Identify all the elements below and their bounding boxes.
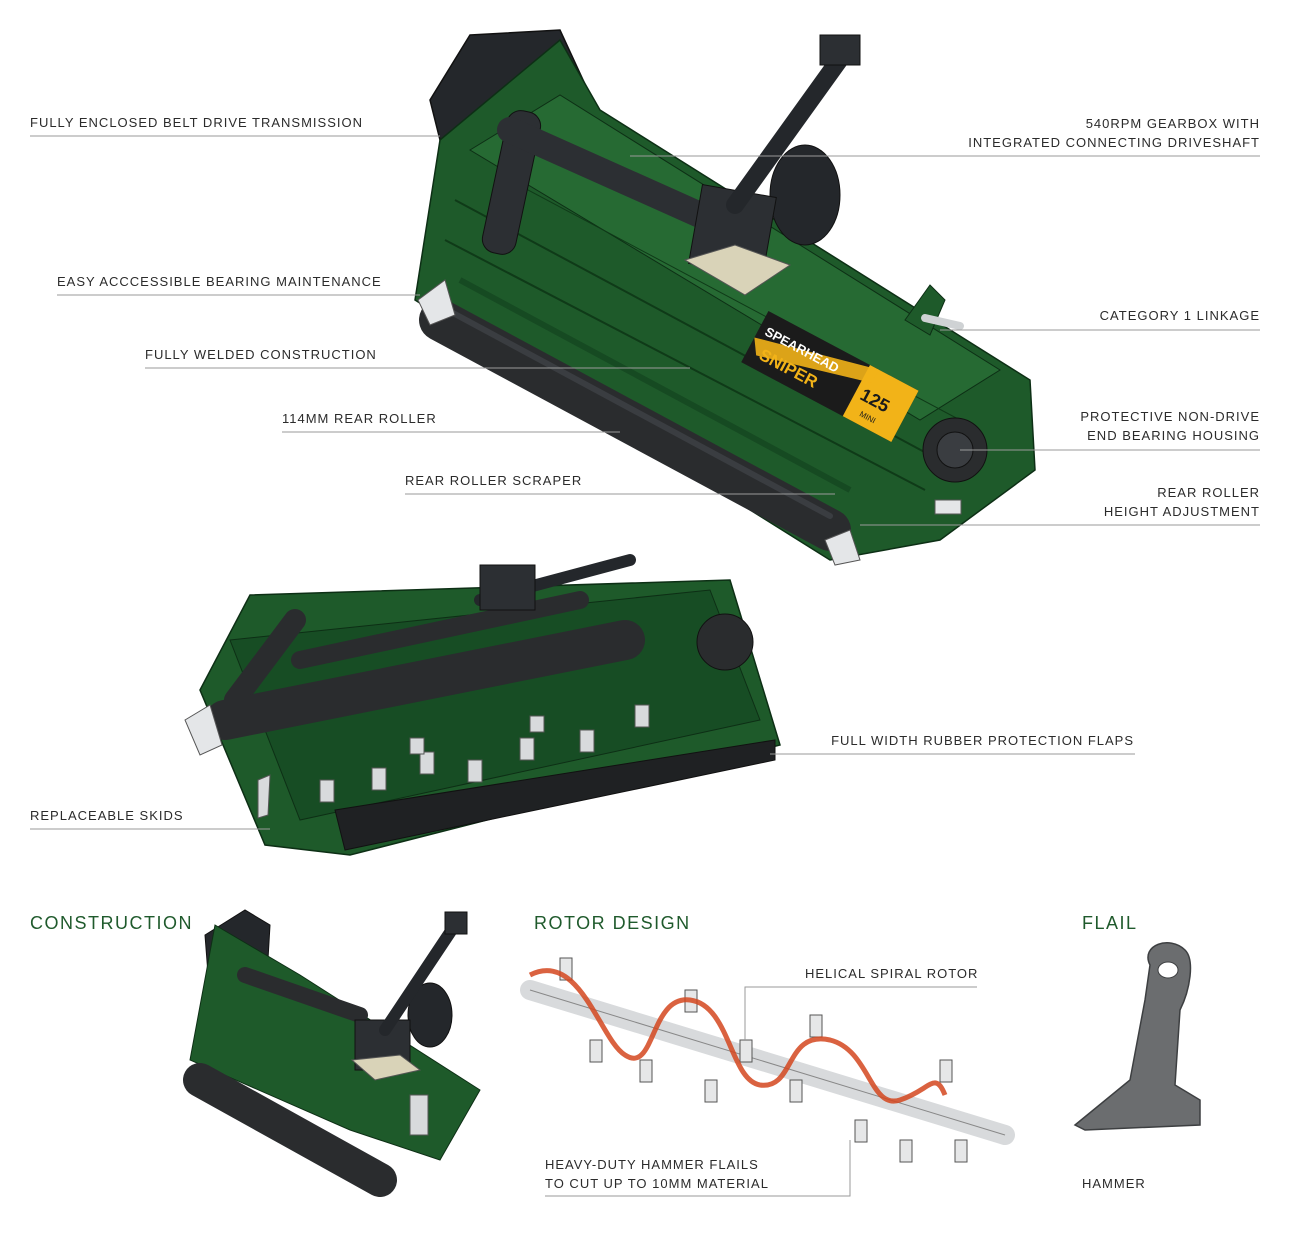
- underside-mulcher: [184, 554, 781, 856]
- rear-roller: [419, 299, 851, 551]
- a-frame-linkage: [726, 36, 859, 214]
- callout-housing-line1: PROTECTIVE NON-DRIVE: [1080, 409, 1260, 424]
- section-title-rotor-design: ROTOR DESIGN: [534, 913, 691, 933]
- height-adjust-plate: [934, 499, 962, 515]
- callout-hammer: HAMMER: [1082, 1176, 1146, 1191]
- bearing-bracket-right: [824, 529, 861, 566]
- rear-roller-scraper: [458, 277, 852, 493]
- underside-flails: [319, 704, 650, 803]
- callout-belt-drive: FULLY ENCLOSED BELT DRIVE TRANSMISSION: [30, 115, 363, 130]
- section-title-construction: CONSTRUCTION: [30, 913, 193, 933]
- linkage-pin: [921, 314, 964, 330]
- callout-linkage: CATEGORY 1 LINKAGE: [1099, 308, 1260, 323]
- callout-hammer-flails-line2: TO CUT UP TO 10MM MATERIAL: [545, 1176, 769, 1191]
- callout-height-line2: HEIGHT ADJUSTMENT: [1103, 504, 1260, 519]
- callout-rear-roller: 114MM REAR ROLLER: [282, 411, 437, 426]
- bearing-bracket-left: [417, 279, 456, 326]
- callout-gearbox-line2: INTEGRATED CONNECTING DRIVESHAFT: [968, 135, 1260, 150]
- construction-mulcher: [183, 909, 481, 1197]
- callout-hammer-flails-line1: HEAVY-DUTY HAMMER FLAILS: [545, 1157, 759, 1172]
- spearhead-decal: SPEARHEAD SNIPER 125 MINI: [741, 310, 919, 442]
- helix-spiral: [528, 968, 948, 1104]
- callout-scraper: REAR ROLLER SCRAPER: [405, 473, 583, 488]
- callout-skids: REPLACEABLE SKIDS: [30, 808, 184, 823]
- main-mulcher: SPEARHEAD SNIPER 125 MINI: [414, 29, 1036, 566]
- callout-bearing-maintenance: EASY ACCCESSIBLE BEARING MAINTENANCE: [57, 274, 382, 289]
- gearbox: [769, 144, 841, 246]
- rotor-flails: [559, 957, 968, 1163]
- callout-housing-line2: END BEARING HOUSING: [1087, 428, 1260, 443]
- section-title-flail: FLAIL: [1082, 913, 1138, 933]
- hammer-flail: [1073, 942, 1201, 1131]
- callout-gearbox-line1: 540RPM GEARBOX WITH: [1085, 116, 1260, 131]
- leader-lines: [30, 135, 1260, 1197]
- skid: [257, 774, 271, 819]
- callout-welded: FULLY WELDED CONSTRUCTION: [145, 347, 377, 362]
- rubber-flaps: [334, 739, 776, 851]
- callout-flaps: FULL WIDTH RUBBER PROTECTION FLAPS: [831, 733, 1134, 748]
- top-cross-tube: [497, 117, 713, 228]
- underside-roller: [205, 620, 645, 740]
- callout-helical-rotor: HELICAL SPIRAL ROTOR: [805, 966, 979, 981]
- gearbox-mount-plate: [683, 244, 792, 296]
- callout-height-line1: REAR ROLLER: [1157, 485, 1260, 500]
- rotor-illustration: [520, 957, 1015, 1163]
